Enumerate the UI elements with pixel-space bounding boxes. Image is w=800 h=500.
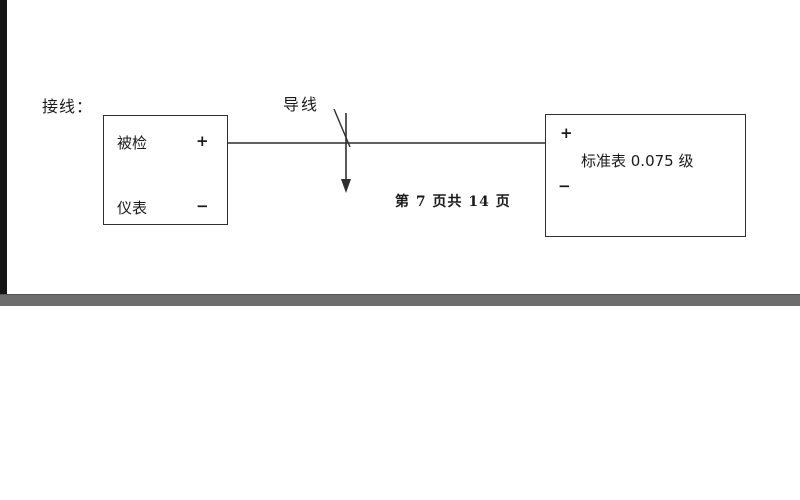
device-positive-terminal: + (196, 132, 209, 150)
wiring-section-label: 接线： (42, 97, 94, 116)
device-negative-terminal: − (196, 197, 209, 215)
scan-edge-artifact (0, 0, 7, 295)
device-name-line2: 仪表 (117, 199, 148, 217)
standard-meter-label: 标准表 0.075 级 (581, 152, 694, 170)
meter-positive-terminal: + (560, 124, 573, 142)
wire-callout-label: 导线 (283, 95, 320, 114)
wire-arrowhead-icon (341, 179, 351, 193)
meter-negative-terminal: − (558, 177, 571, 195)
standard-meter-box: + 标准表 0.075 级 − (545, 114, 746, 237)
page-divider-bar (0, 294, 800, 306)
page-indicator: 第 7 页共 14 页 (395, 194, 511, 210)
device-under-test-box: 被检 + 仪表 − (103, 115, 228, 225)
device-name-line1: 被检 (117, 134, 148, 152)
wire-arrow-tail (333, 108, 351, 148)
